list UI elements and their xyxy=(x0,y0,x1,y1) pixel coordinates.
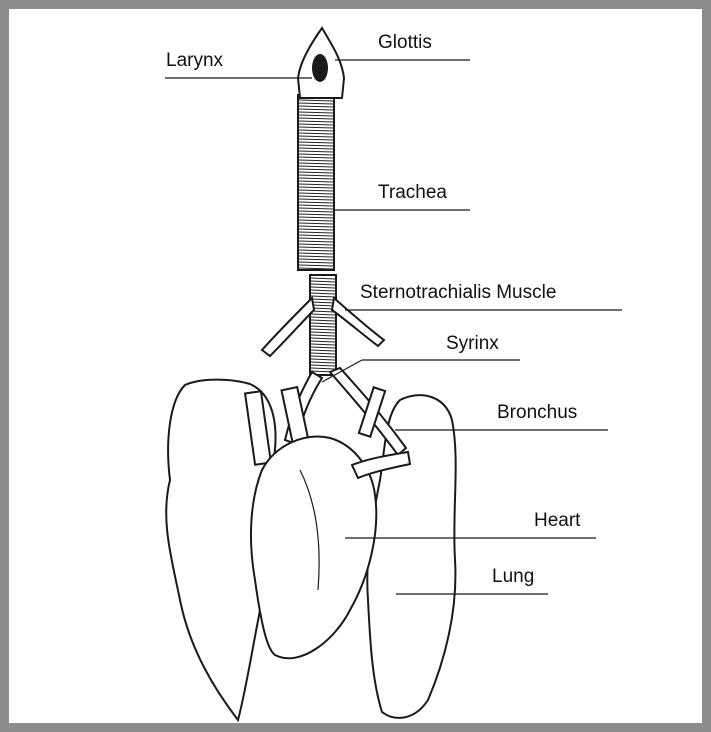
glottis-opening xyxy=(312,54,328,82)
label-syrinx: Syrinx xyxy=(446,333,499,354)
label-trachea: Trachea xyxy=(378,182,447,203)
sternotrachialis-right xyxy=(332,298,384,346)
label-bronchus: Bronchus xyxy=(497,402,577,423)
label-lung: Lung xyxy=(492,566,534,587)
sternotrachialis-left xyxy=(262,298,314,356)
right-lung xyxy=(367,395,455,718)
label-larynx: Larynx xyxy=(166,50,224,71)
label-glottis: Glottis xyxy=(378,32,432,53)
label-heart: Heart xyxy=(534,510,581,531)
label-sternotrachialis: Sternotrachialis Muscle xyxy=(360,282,556,303)
